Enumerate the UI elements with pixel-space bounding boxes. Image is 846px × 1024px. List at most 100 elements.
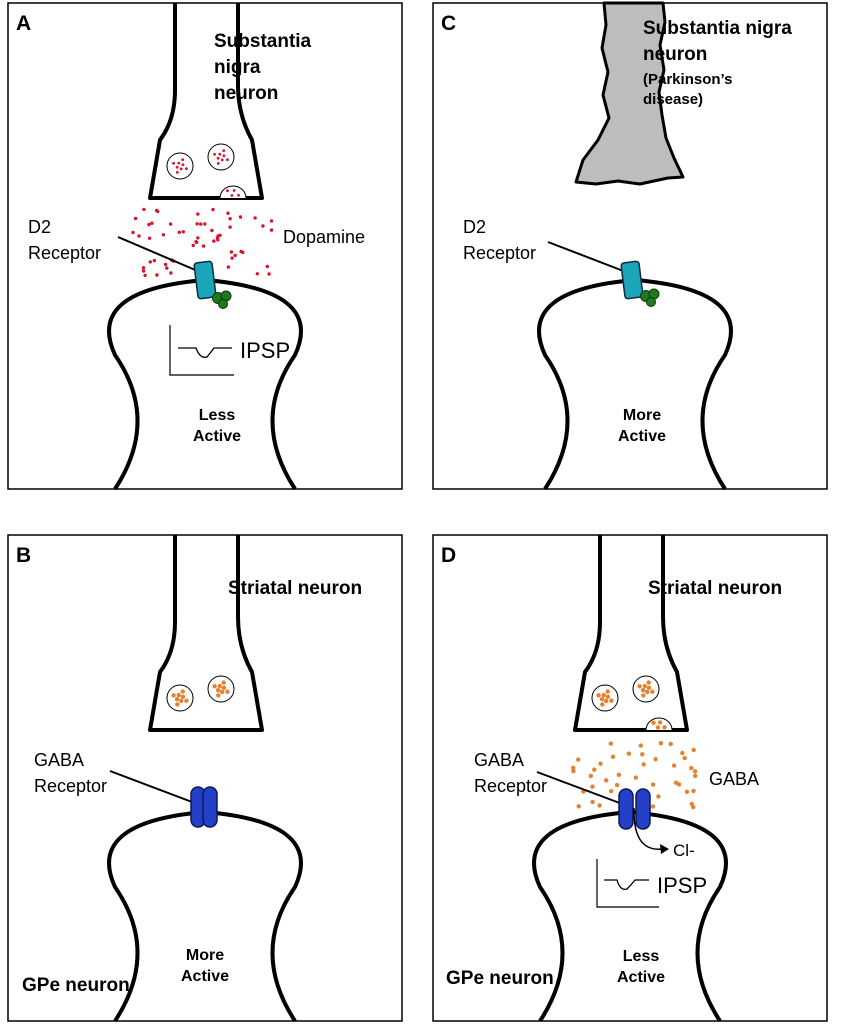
neurotransmitter-dot [212,239,216,243]
neurotransmitter-dot [655,725,661,730]
neurotransmitter-dot [154,208,159,213]
neurotransmitter-dot [269,219,274,223]
postsynaptic-neuron [107,810,303,1023]
neurotransmitter-dot [608,741,613,746]
neurotransmitter-dot [175,165,179,169]
neurotransmitter-dot [616,772,622,777]
transmitter-dots [213,149,229,165]
neurotransmitter-dot [626,751,632,756]
neurotransmitter-dot [147,222,151,227]
receptor-label-1: GABA [474,750,524,770]
activity-label-2: Active [618,428,666,445]
neurotransmitter-dot [590,799,595,805]
neurotransmitter-dot [210,228,214,233]
neurotransmitter-dot [600,702,605,707]
gaba-receptor [618,788,651,830]
panel-d-frame [432,534,828,1022]
g-protein [212,290,232,309]
neurotransmitter-dot [646,680,651,685]
panel-b-frame [7,534,403,1022]
neurotransmitter-dot [172,161,176,165]
postsynaptic-neuron [107,278,303,491]
vesicle [166,684,194,712]
presynaptic-label: Striatal neuron [228,578,362,599]
neurotransmitter-dot [237,193,240,197]
neurotransmitter-dot [601,692,606,698]
presynaptic-label-2: neuron [643,44,707,65]
receptor-label-2: Receptor [34,776,107,796]
neurotransmitter-dot [148,260,152,264]
neurotransmitter-dot [671,763,677,768]
neurotransmitter-dot [163,262,168,267]
neurotransmitter-dot [222,149,226,153]
neurotransmitter-dot [576,757,581,762]
postsynaptic-label: GPe neuron [22,975,130,996]
neurotransmitter-dot [691,804,696,810]
activity-label-2: Active [193,428,241,445]
neurotransmitter-dot [605,694,611,699]
neurotransmitter-dot [181,163,185,167]
receptor-label-2: Receptor [28,243,101,263]
activity-label-1: More [623,407,661,424]
neurotransmitter-dot [640,688,646,693]
neurotransmitter-dot [216,156,220,160]
neurotransmitter-dot [641,762,646,767]
neurotransmitter-dot [217,683,222,689]
neurotransmitter-dot [142,207,146,212]
neurotransmitter-dot [179,167,183,171]
neurotransmitter-dot [133,216,138,221]
dopamine-label: Dopamine [283,227,365,247]
postsynaptic-label: GPe neuron [446,968,554,989]
neurotransmitter-dot [597,803,602,808]
neurotransmitter-dot [637,684,642,689]
neurotransmitter-dot [215,688,221,693]
activity-label-1: Less [623,948,660,965]
neurotransmitter-dot [692,769,698,774]
postsynaptic-neuron [537,278,733,491]
panel-c: C D2 Receptor Substantia nigra neuron (P… [432,1,828,491]
presynaptic-label-1: Substantia nigra [643,18,792,39]
chloride-label: Cl- [673,841,695,860]
activity-label-2: Active [617,969,665,986]
neurotransmitter-dot [261,224,265,228]
neurotransmitter-dot [662,725,667,730]
neurotransmitter-dot [229,250,234,254]
neurotransmitter-dot [588,773,593,779]
neurotransmitter-dot [609,789,614,794]
neurotransmitter-dot [150,221,154,225]
neurotransmitter-dot [641,693,646,698]
receptor-label-1: D2 [463,217,486,237]
neurotransmitter-dot [143,273,147,278]
neurotransmitter-dot [604,778,609,783]
receptor-label-1: D2 [28,217,51,237]
neurotransmitter-dot [650,782,656,787]
transmitter-dots [171,689,189,707]
neurotransmitter-dot [255,272,259,276]
neurotransmitter-dot [233,253,237,258]
vesicle [632,675,660,703]
gaba-cloud [571,741,698,810]
transmitter-dots [651,720,667,730]
presynaptic-label-1: Substantia [214,31,312,52]
neurotransmitter-dot [590,784,595,789]
g-protein [640,288,660,307]
neurotransmitter-dot [216,162,220,165]
neurotransmitter-dot [645,689,650,695]
neurotransmitter-dot [691,788,696,794]
gaba-receptor [190,786,218,828]
neurotransmitter-dot [220,689,225,695]
ipsp-trace [169,325,234,376]
neurotransmitter-dot [195,222,199,226]
chloride-arrow [633,807,663,850]
neurotransmitter-dot [571,765,576,771]
neurotransmitter-dot [175,171,179,174]
d2-receptor [620,260,644,300]
neurotransmitter-dot [239,249,243,254]
neurotransmitter-dot [650,804,656,809]
neurotransmitter-dot [651,720,656,725]
neurotransmitter-dot [267,272,271,276]
neurotransmitter-dot [220,158,224,162]
neurotransmitter-dot [265,264,269,269]
neurotransmitter-dot [228,225,232,229]
neurotransmitter-dot [571,768,576,774]
